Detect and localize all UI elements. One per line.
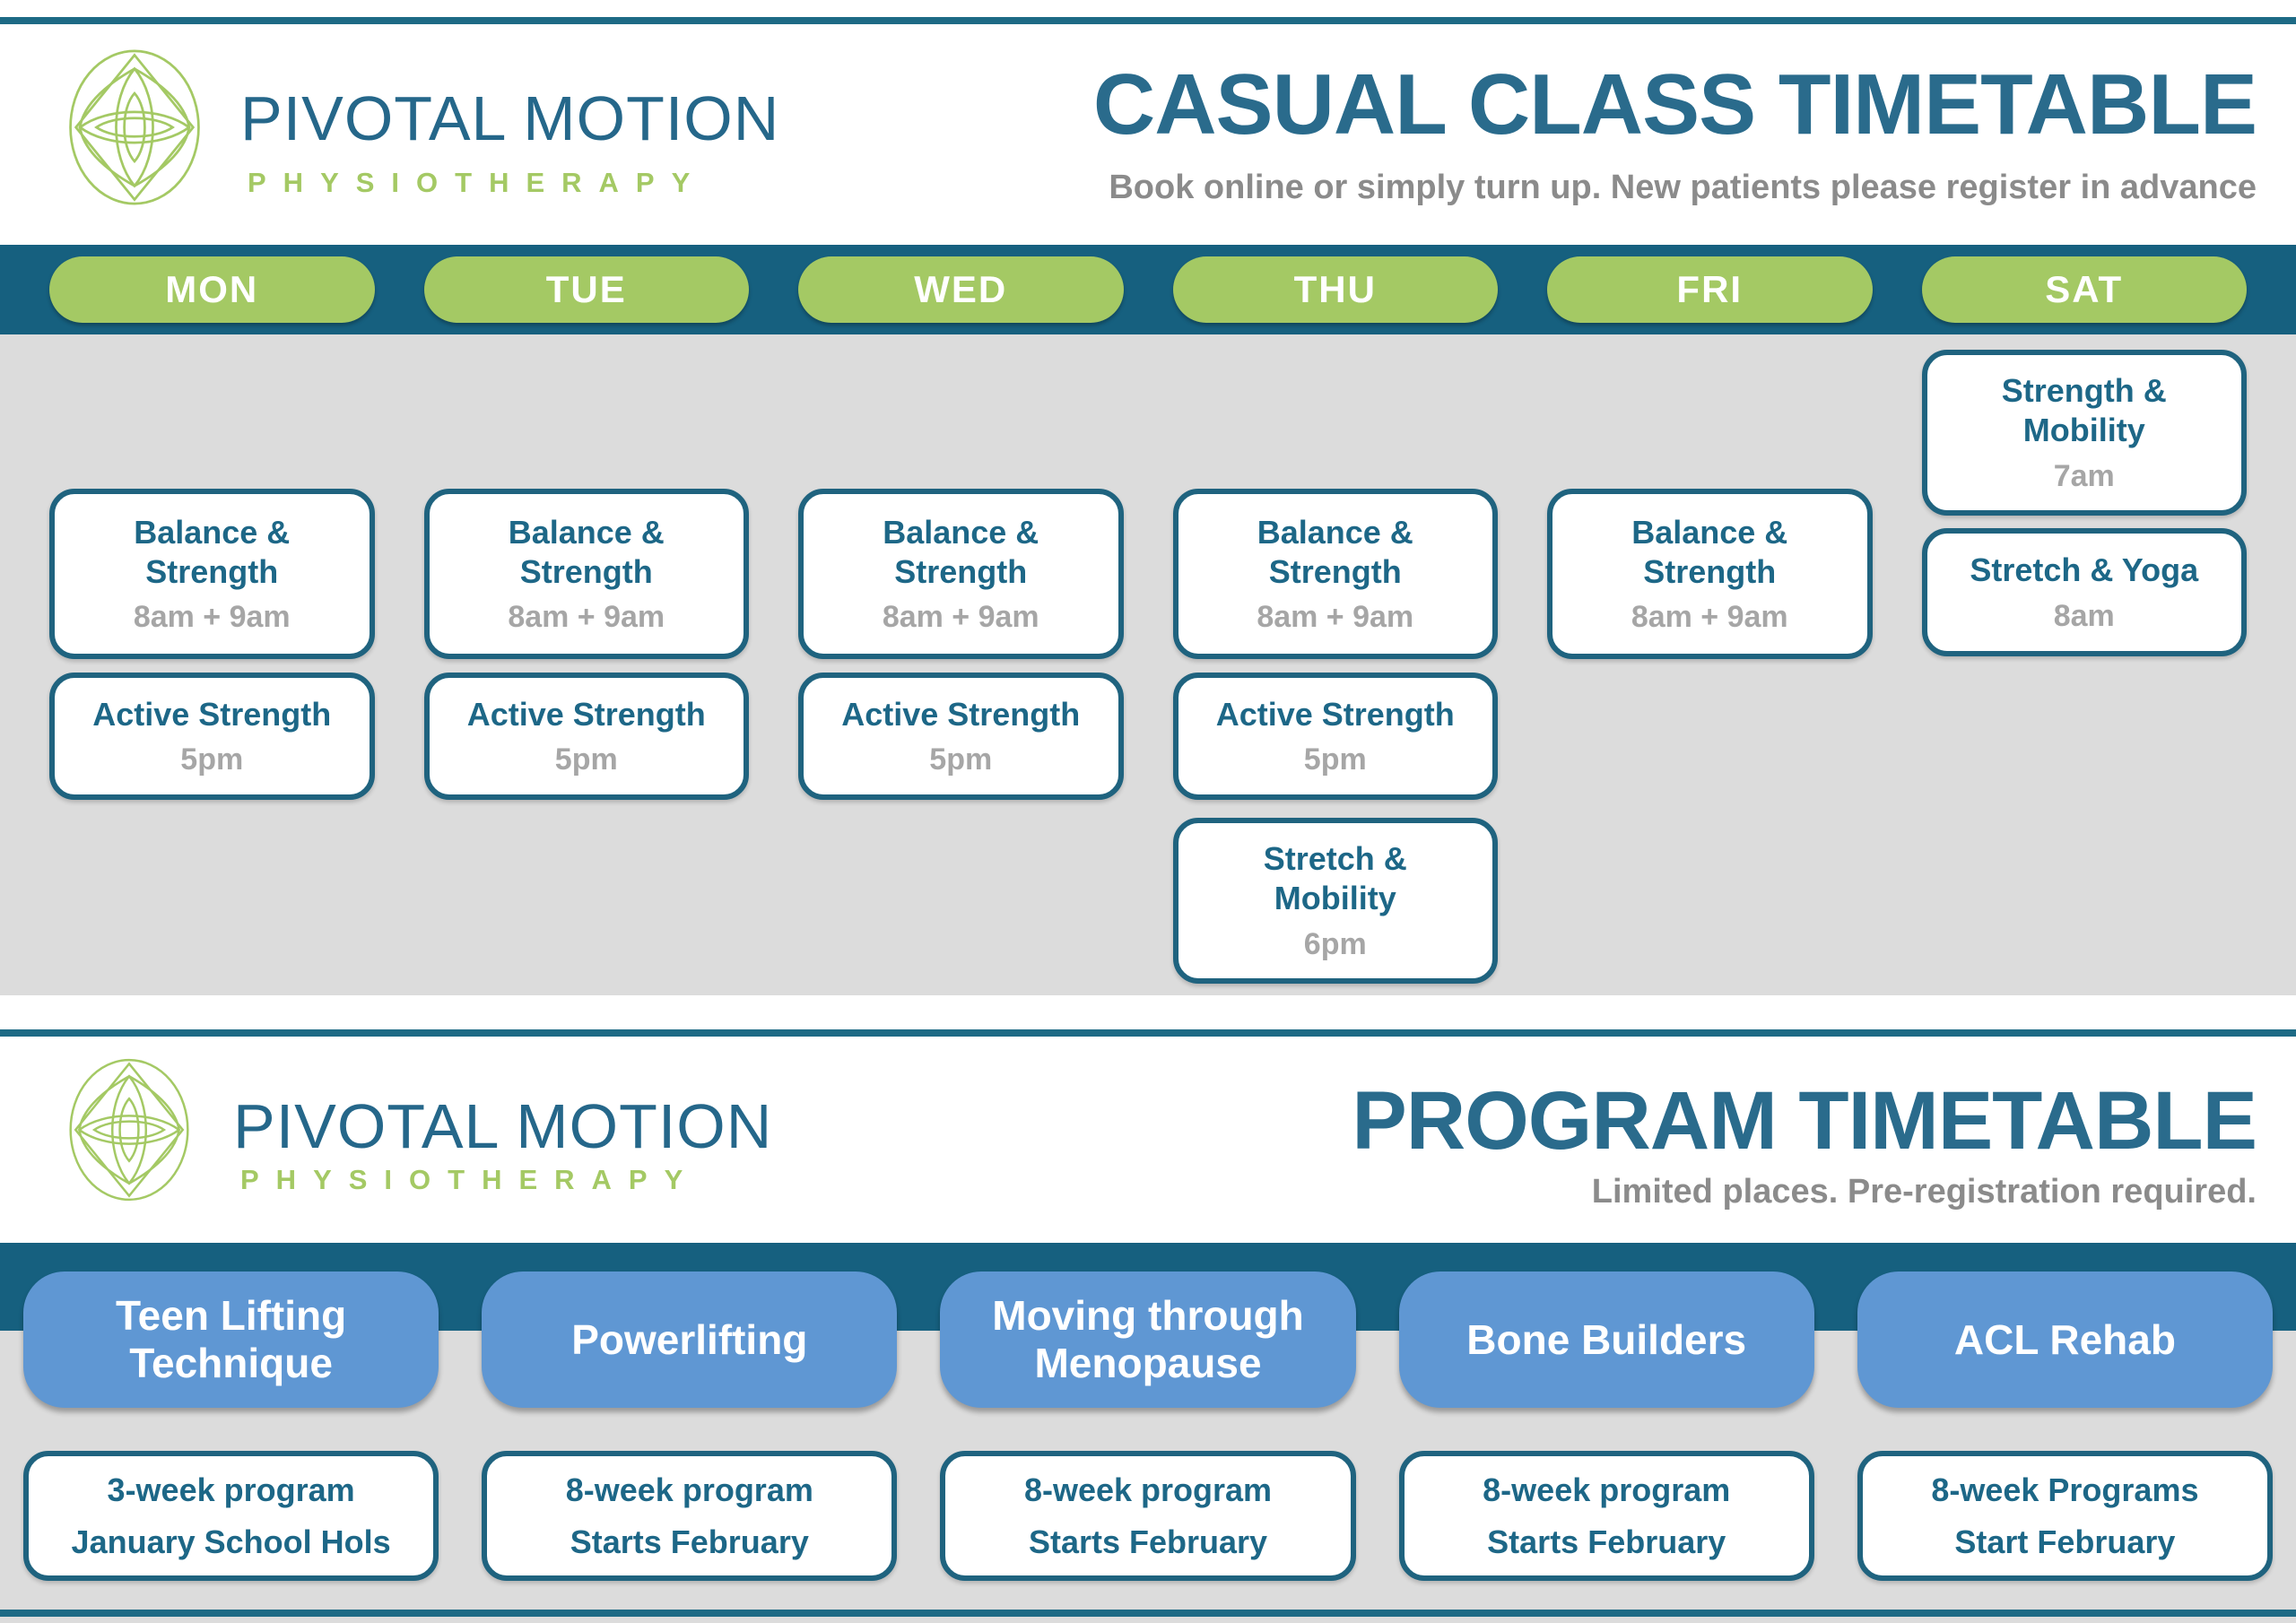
brand-tagline: PHYSIOTHERAPY bbox=[240, 1164, 700, 1195]
program-header-bar: Teen Lifting Technique Powerlifting Movi… bbox=[0, 1243, 2296, 1408]
class-time: 6pm bbox=[1303, 926, 1367, 961]
program-subtitle: Limited places. Pre-registration require… bbox=[1591, 1173, 2257, 1211]
class-time: 8am + 9am bbox=[508, 600, 665, 635]
program-pill-bone-builders: Bone Builders bbox=[1398, 1271, 1814, 1408]
day-pill-tue: TUE bbox=[423, 256, 749, 323]
day-column-wed: Balance & Strength 8am + 9am Active Stre… bbox=[798, 334, 1124, 995]
class-card: Active Strength 5pm bbox=[1172, 673, 1498, 800]
class-time: 5pm bbox=[929, 742, 993, 777]
logo-mandala-icon bbox=[69, 49, 200, 205]
logo-mandala-icon bbox=[69, 1058, 189, 1202]
program-card: 8-week program Starts February bbox=[940, 1451, 1356, 1581]
day-column-tue: Balance & Strength 8am + 9am Active Stre… bbox=[423, 334, 749, 995]
class-card: Balance & Strength 8am + 9am bbox=[49, 489, 375, 659]
class-time: 5pm bbox=[1303, 742, 1367, 777]
class-name: Balance & Strength bbox=[883, 513, 1039, 590]
class-name: Stretch & Mobility bbox=[1263, 840, 1407, 916]
day-pill-fri: FRI bbox=[1547, 256, 1873, 323]
class-card: Balance & Strength 8am + 9am bbox=[1172, 489, 1498, 659]
day-pill-mon: MON bbox=[49, 256, 375, 323]
class-name: Balance & Strength bbox=[1257, 513, 1413, 590]
program-pill-menopause: Moving through Menopause bbox=[940, 1271, 1356, 1408]
class-card: Stretch & Mobility 6pm bbox=[1172, 818, 1498, 984]
class-time: 8am + 9am bbox=[1631, 600, 1788, 635]
program-card: 8-week Programs Start February bbox=[1857, 1451, 2274, 1581]
class-card: Strength & Mobility 7am bbox=[1921, 350, 2247, 516]
class-card: Active Strength 5pm bbox=[423, 673, 749, 800]
program-pill-powerlifting: Powerlifting bbox=[482, 1271, 898, 1408]
bottom-divider bbox=[0, 1610, 2296, 1617]
class-card: Stretch & Yoga 8am bbox=[1921, 528, 2247, 656]
day-column-sat: Strength & Mobility 7am Stretch & Yoga 8… bbox=[1921, 334, 2247, 995]
class-time: 8am bbox=[2053, 598, 2115, 633]
casual-subtitle: Book online or simply turn up. New patie… bbox=[1109, 169, 2257, 206]
program-card: 8-week program Starts February bbox=[1398, 1451, 1814, 1581]
casual-title: CASUAL CLASS TIMETABLE bbox=[1092, 56, 2257, 152]
casual-background bbox=[0, 334, 2296, 995]
class-card: Balance & Strength 8am + 9am bbox=[798, 489, 1124, 659]
program-schedule: Start February bbox=[1954, 1523, 2176, 1560]
class-card: Active Strength 5pm bbox=[49, 673, 375, 800]
day-pill-wed: WED bbox=[798, 256, 1124, 323]
day-column-fri: Balance & Strength 8am + 9am bbox=[1547, 334, 1873, 995]
program-duration: 8-week program bbox=[565, 1471, 813, 1508]
program-duration: 8-week program bbox=[1023, 1471, 1273, 1508]
brand-name: PIVOTAL MOTION bbox=[240, 83, 780, 153]
program-duration: 8-week Programs bbox=[1931, 1471, 2199, 1508]
class-name: Strength & Mobility bbox=[2001, 372, 2167, 448]
program-pill-teen-lifting: Teen Lifting Technique bbox=[23, 1271, 439, 1408]
class-name: Active Strength bbox=[92, 695, 332, 733]
class-card: Balance & Strength 8am + 9am bbox=[423, 489, 749, 659]
program-card: 3-week program January School Hols bbox=[23, 1451, 439, 1581]
class-name: Balance & Strength bbox=[1631, 513, 1788, 590]
class-name: Balance & Strength bbox=[508, 513, 665, 590]
program-schedule: Starts February bbox=[570, 1523, 809, 1560]
section-divider bbox=[0, 1029, 2296, 1037]
class-time: 8am + 9am bbox=[133, 600, 291, 635]
program-pill-acl-rehab: ACL Rehab bbox=[1857, 1271, 2274, 1408]
day-column-thu: Balance & Strength 8am + 9am Active Stre… bbox=[1172, 334, 1498, 995]
class-time: 7am bbox=[2053, 458, 2115, 493]
day-pill-thu: THU bbox=[1172, 256, 1498, 323]
program-schedule: Starts February bbox=[1487, 1523, 1726, 1560]
class-card: Active Strength 5pm bbox=[798, 673, 1124, 800]
day-column-mon: Balance & Strength 8am + 9am Active Stre… bbox=[49, 334, 375, 995]
class-name: Balance & Strength bbox=[134, 513, 291, 590]
class-time: 8am + 9am bbox=[882, 600, 1039, 635]
class-grid: Balance & Strength 8am + 9am Active Stre… bbox=[0, 334, 2296, 995]
program-title: PROGRAM TIMETABLE bbox=[1352, 1075, 2257, 1167]
brand-name: PIVOTAL MOTION bbox=[233, 1091, 773, 1161]
day-pill-sat: SAT bbox=[1921, 256, 2247, 323]
program-duration: 3-week program bbox=[107, 1471, 355, 1508]
class-name: Stretch & Yoga bbox=[1970, 551, 2199, 589]
class-card: Balance & Strength 8am + 9am bbox=[1547, 489, 1873, 659]
class-name: Active Strength bbox=[466, 695, 706, 733]
brand-tagline: PHYSIOTHERAPY bbox=[248, 167, 708, 198]
program-schedule: January School Hols bbox=[71, 1523, 391, 1560]
class-name: Active Strength bbox=[841, 695, 1081, 733]
program-schedule: Starts February bbox=[1028, 1523, 1268, 1560]
class-name: Active Strength bbox=[1215, 695, 1455, 733]
class-time: 5pm bbox=[554, 742, 618, 777]
class-time: 8am + 9am bbox=[1257, 600, 1414, 635]
program-duration: 8-week program bbox=[1483, 1471, 1731, 1508]
class-time: 5pm bbox=[180, 742, 244, 777]
day-header-bar: MON TUE WED THU FRI SAT bbox=[0, 245, 2296, 334]
program-cards-row: 3-week program January School Hols 8-wee… bbox=[0, 1451, 2296, 1581]
program-card: 8-week program Starts February bbox=[482, 1451, 898, 1581]
top-divider bbox=[0, 17, 2296, 24]
